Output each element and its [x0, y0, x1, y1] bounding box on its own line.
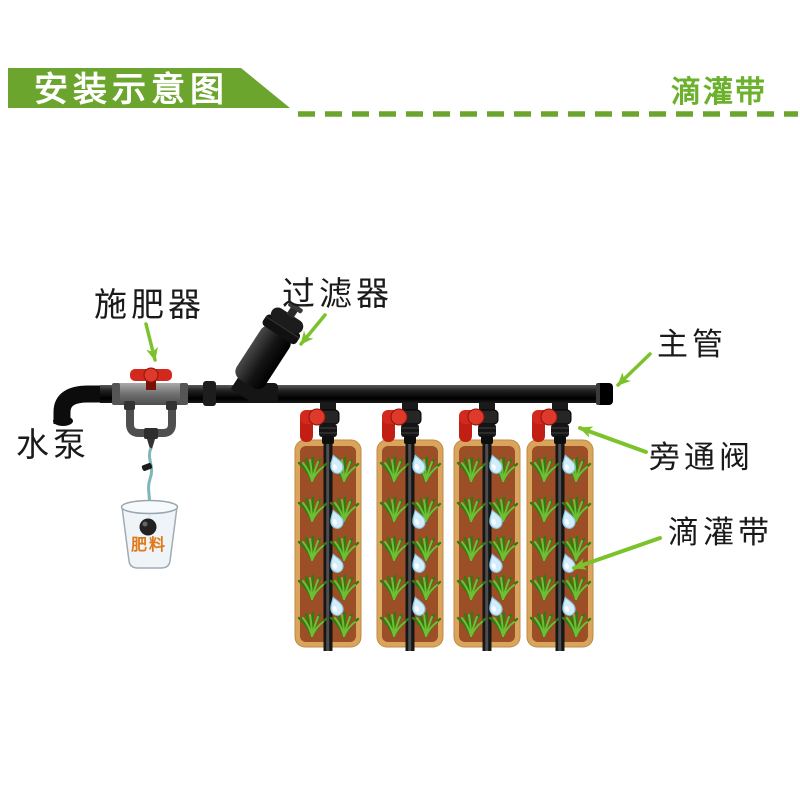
filter-label: 过滤器 — [282, 275, 393, 312]
main-pipe-arrow-icon — [616, 352, 652, 387]
pump-elbow — [53, 385, 120, 424]
header: 安装示意图 滴灌带 — [8, 68, 798, 117]
pipe-end-cap — [596, 383, 613, 405]
bypass-valve-arrow-icon — [578, 426, 648, 454]
filter-device — [203, 301, 304, 406]
product-tag: 滴灌带 — [671, 75, 767, 109]
bed-2 — [377, 399, 443, 651]
drip-tape-arrow-icon — [572, 536, 662, 570]
fertilizer-bucket: 肥料 — [120, 499, 179, 569]
main-pipe — [53, 383, 613, 426]
bed-3 — [454, 399, 520, 651]
main-pipe-label: 主管 — [657, 327, 727, 362]
filter-arrow-icon — [299, 313, 327, 346]
bed-1 — [295, 399, 361, 651]
fertilizer-injector-label: 施肥器 — [94, 286, 205, 323]
callouts: 水泵 施肥器 过滤器 主管 旁通阀 滴灌带 — [16, 275, 773, 570]
pump-label: 水泵 — [16, 426, 90, 463]
fertilizer-injector-arrow-icon — [144, 322, 158, 362]
bed-4 — [527, 399, 593, 651]
tube-strainer — [139, 518, 157, 536]
drip-tape-label: 滴灌带 — [668, 515, 773, 550]
title-banner — [8, 68, 290, 108]
bucket-label: 肥料 — [131, 535, 167, 554]
fertilizer-injector: 肥料 — [112, 367, 188, 569]
bypass-valve-label: 旁通阀 — [649, 440, 754, 475]
page-title: 安装示意图 — [34, 71, 229, 109]
